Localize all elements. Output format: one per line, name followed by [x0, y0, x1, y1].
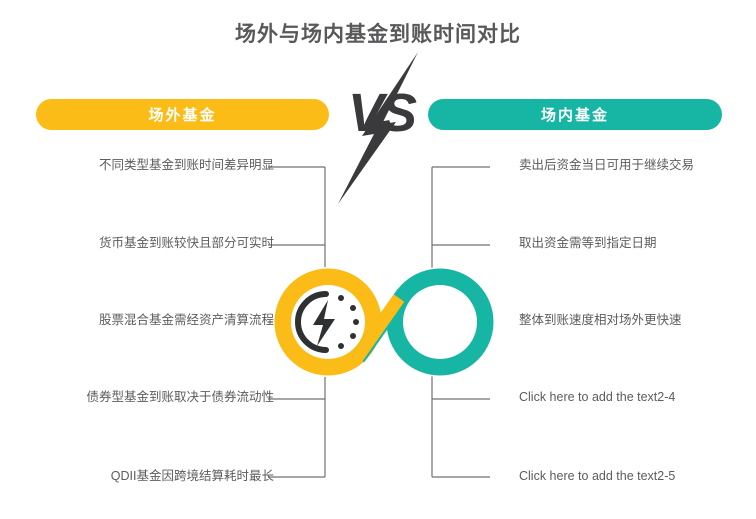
- banner-right-category: 场内基金: [428, 99, 722, 130]
- speed-clock-lightning-icon-left: [295, 291, 359, 353]
- list-item-right-2[interactable]: 取出资金需等到指定日期: [519, 236, 657, 250]
- list-item-left-4[interactable]: 债券型基金到账取决于债券流动性: [86, 390, 274, 404]
- list-item-right-4[interactable]: Click here to add the text2-4: [519, 390, 676, 404]
- page-title: 场外与场内基金到账时间对比: [235, 23, 521, 46]
- center-infinity-rings: [273, 267, 495, 377]
- teal-ring: [386, 268, 494, 376]
- list-item-right-3[interactable]: 整体到账速度相对场外更快速: [519, 313, 682, 327]
- list-item-left-2[interactable]: 货币基金到账较快且部分可实时: [98, 236, 274, 250]
- banner-left-category: 场外基金: [36, 99, 329, 130]
- list-item-left-1[interactable]: 不同类型基金到账时间差异明显: [98, 158, 274, 172]
- banner-left-label: 场外基金: [148, 107, 217, 124]
- list-item-left-5[interactable]: QDII基金因跨境结算耗时最长: [110, 469, 274, 483]
- yellow-ring: [274, 268, 382, 376]
- list-item-left-3[interactable]: 股票混合基金需经资产清算流程: [98, 313, 274, 327]
- list-item-right-1[interactable]: 卖出后资金当日可用于继续交易: [519, 158, 695, 172]
- list-item-right-5[interactable]: Click here to add the text2-5: [519, 469, 676, 483]
- banner-right-label: 场内基金: [540, 107, 609, 124]
